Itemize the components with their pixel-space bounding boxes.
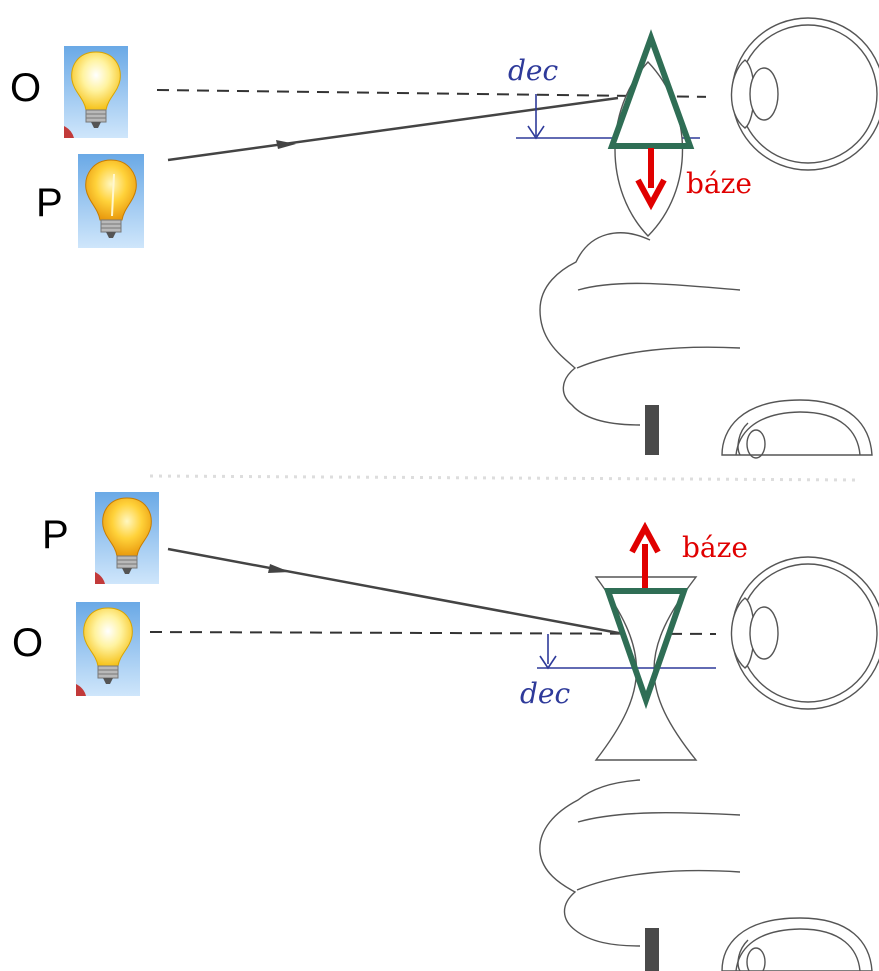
top-image-label: P [36,181,63,225]
nose-icon [539,232,741,455]
nose-icon [539,779,741,971]
bottom-dec-label: dec [520,677,570,710]
arrow-icon [268,564,290,573]
bottom-base-arrow [629,521,661,588]
top-object-label: O [10,66,41,110]
top-dec-label: dec [508,54,558,87]
eye-icon [721,917,873,971]
bottom-light-ray [167,547,625,636]
prism-icon [607,29,695,149]
eye-icon [721,399,873,459]
bottom-optical-axis [149,631,723,635]
eye-icon [706,12,879,174]
bottom-image-label: P [42,513,69,557]
light-bulb-icon [95,492,159,584]
top-base-arrow [635,148,667,211]
eye-icon [716,545,879,717]
top-panel: O P dec [10,12,879,459]
bottom-base-label: báze [682,531,748,564]
light-bulb-icon [78,154,144,248]
bottom-panel: P O [12,492,879,971]
arrow-icon [276,140,296,149]
top-base-label: báze [686,167,752,200]
bottom-object-label: O [12,621,43,665]
light-bulb-icon [76,602,140,696]
light-bulb-icon [64,46,128,138]
top-light-ray [167,96,619,162]
prism-icon [603,588,689,710]
